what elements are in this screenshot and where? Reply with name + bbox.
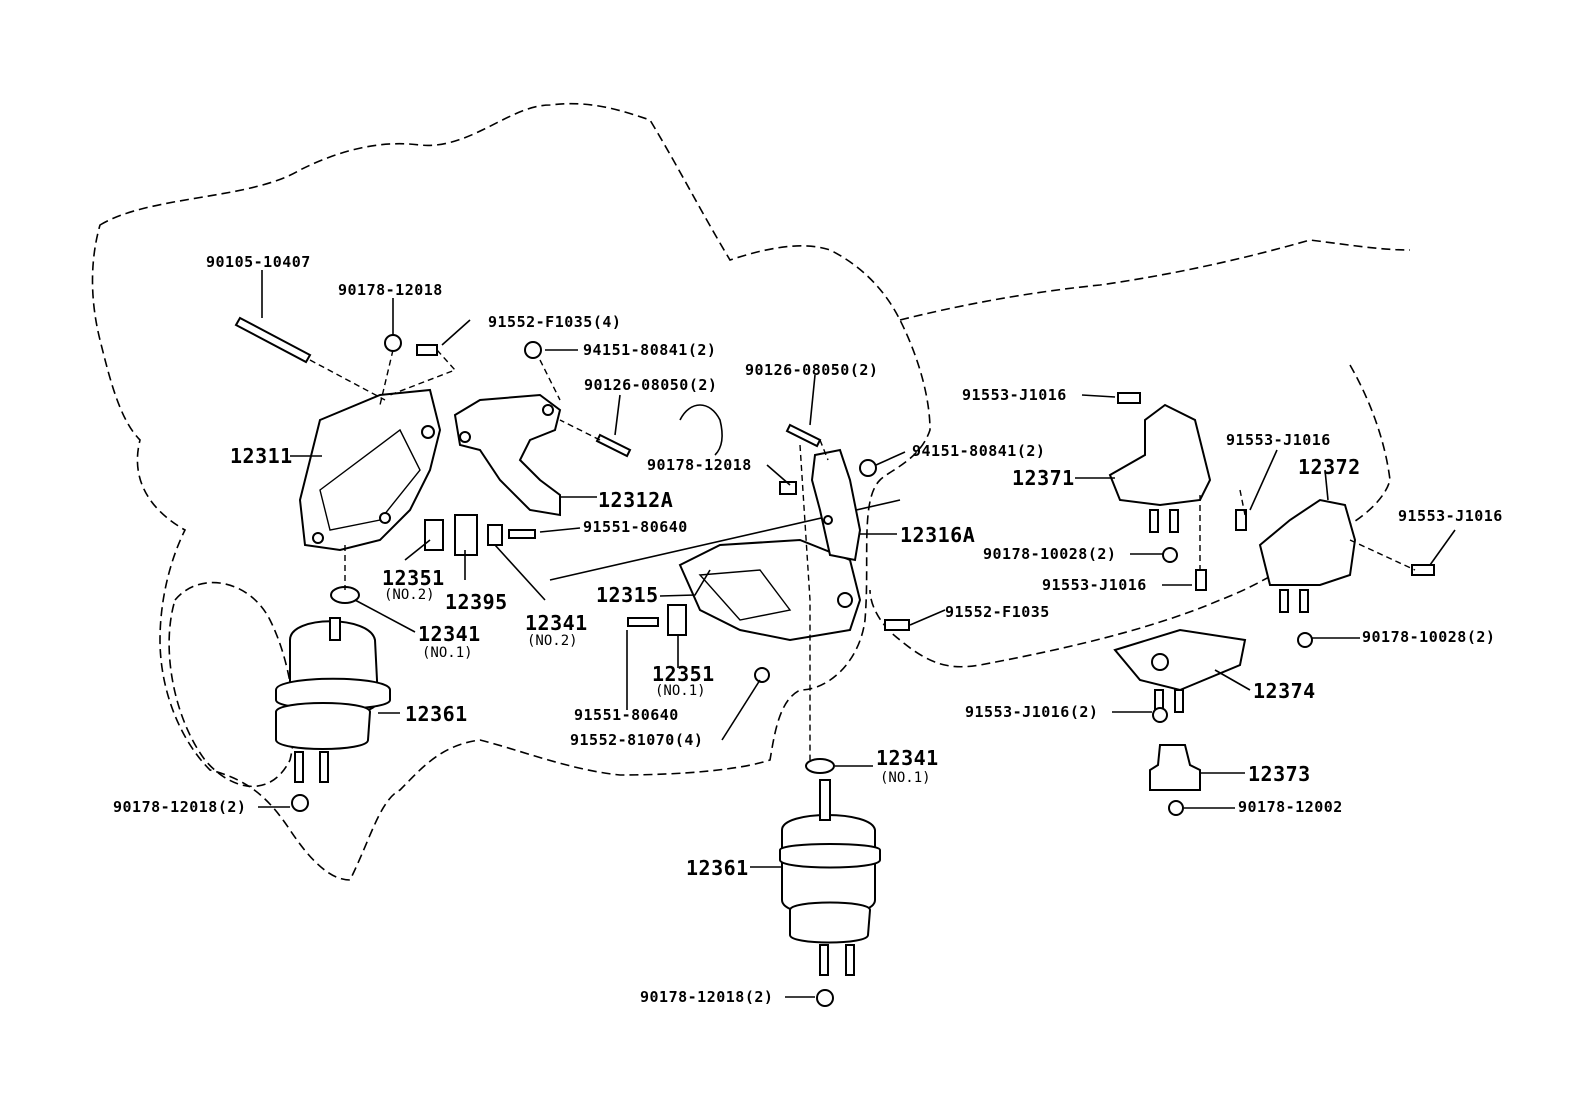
bracket-12316a <box>810 448 862 562</box>
fasteners <box>234 316 1435 1007</box>
label-90178-12002: 90178-12002 <box>1238 798 1343 816</box>
label-94151-80841: 94151-80841(2) <box>583 341 717 359</box>
stopper-12373 <box>1149 744 1201 791</box>
plate-12374 <box>1113 628 1247 713</box>
label-12351: 12351 <box>382 566 445 590</box>
label-12374: 12374 <box>1253 679 1316 703</box>
label-90178-12018-2: 90178-12018(2) <box>113 798 247 816</box>
label-90105-10407: 90105-10407 <box>206 253 311 271</box>
assembly-lines <box>309 349 1416 760</box>
label-90178-10028-2: 90178-10028(2) <box>983 545 1117 563</box>
label-91553-j1016-b: 91553-J1016 <box>1042 576 1147 594</box>
label-12361-b: 12361 <box>686 856 749 880</box>
label-90178-12018-mid: 90178-12018 <box>647 456 752 474</box>
label-91553-j1016-2: 91553-J1016(2) <box>965 703 1099 721</box>
label-91552-f1035-4: 91552-F1035(4) <box>488 313 622 331</box>
label-12315: 12315 <box>596 583 659 607</box>
label-91552-81070-4: 91552-81070(4) <box>570 731 704 749</box>
label-94151-80841-b: 94151-80841(2) <box>912 442 1046 460</box>
insulator-12361-left <box>275 617 391 783</box>
mount-12372 <box>1258 498 1357 613</box>
label-12341-b: 12341 <box>876 746 939 770</box>
label-90178-12018: 90178-12018 <box>338 281 443 299</box>
label-12361: 12361 <box>405 702 468 726</box>
label-no2-b: (NO.2) <box>527 633 578 649</box>
label-12316a: 12316A <box>900 523 976 547</box>
label-91553-j1016-a: 91553-J1016 <box>962 386 1067 404</box>
label-12371: 12371 <box>1012 466 1075 490</box>
insulator-12361-bottom <box>779 779 881 976</box>
label-90126-08050-b: 90126-08050(2) <box>745 361 879 379</box>
label-91551-80640-b: 91551-80640 <box>574 706 679 724</box>
bracket-12311 <box>298 388 442 552</box>
leader-lines <box>258 270 1456 998</box>
bracket-12312a <box>453 393 562 517</box>
flywheel-outline <box>168 581 295 788</box>
label-no1-c: (NO.1) <box>880 770 931 786</box>
bellhousing-arc <box>679 404 723 456</box>
label-12373: 12373 <box>1248 762 1311 786</box>
label-no1: (NO.1) <box>422 645 473 661</box>
label-91551-80640: 91551-80640 <box>583 518 688 536</box>
label-12312a: 12312A <box>598 488 674 512</box>
label-90126-08050: 90126-08050(2) <box>584 376 718 394</box>
label-12341: 12341 <box>418 622 481 646</box>
label-12341-no2: 12341 <box>525 611 588 635</box>
mount-12371 <box>1108 403 1212 533</box>
label-90178-12018-2-b: 90178-12018(2) <box>640 988 774 1006</box>
label-91553-j1016-c: 91553-J1016 <box>1226 431 1331 449</box>
bracket-12315 <box>678 538 862 642</box>
label-91553-j1016-d: 91553-J1016 <box>1398 507 1503 525</box>
label-12372: 12372 <box>1298 455 1361 479</box>
engine-outline <box>91 102 931 881</box>
label-12351-b: 12351 <box>652 662 715 686</box>
label-no2: (NO.2) <box>384 587 435 603</box>
transmission-outline <box>869 239 1411 668</box>
label-12311: 12311 <box>230 444 293 468</box>
label-91552-f1035: 91552-F1035 <box>945 603 1050 621</box>
label-12395: 12395 <box>445 590 508 614</box>
label-90178-10028-2-b: 90178-10028(2) <box>1362 628 1496 646</box>
label-no1-b: (NO.1) <box>655 683 706 699</box>
